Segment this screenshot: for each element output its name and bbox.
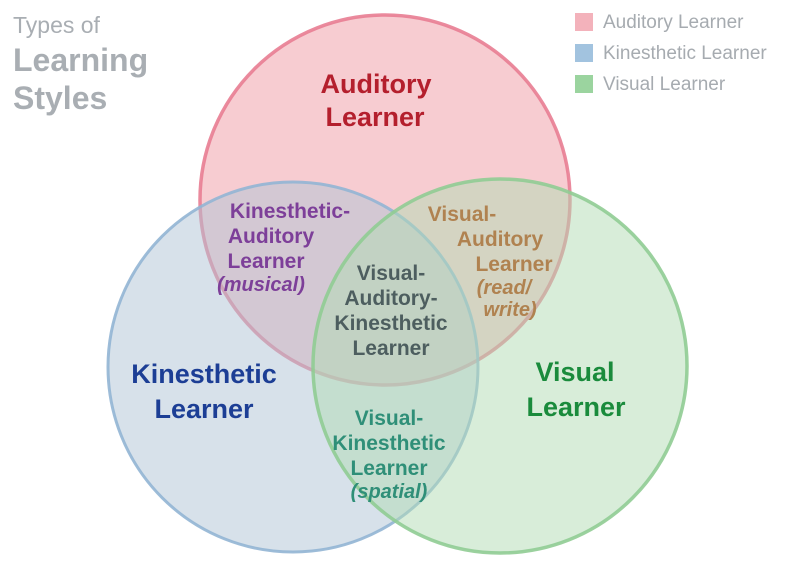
region-label-line: Learner bbox=[325, 102, 425, 132]
region-label-line: Auditory bbox=[227, 225, 315, 248]
region-label-line: Auditory bbox=[320, 69, 432, 99]
region-label-note: (read/ bbox=[476, 277, 532, 299]
region-label-line: Auditory- bbox=[344, 287, 438, 310]
region-label-note: (musical) bbox=[217, 274, 305, 296]
legend-swatch-auditory-icon bbox=[575, 13, 593, 31]
region-label-line: Auditory bbox=[456, 228, 544, 251]
region-label-line: Learner bbox=[350, 457, 428, 480]
region-label-line: Visual- bbox=[427, 203, 497, 226]
region-label-line: Learner bbox=[526, 392, 626, 422]
region-label-note: write) bbox=[483, 299, 537, 321]
region-label-line: Learner bbox=[154, 394, 254, 424]
legend-swatch-visual-icon bbox=[575, 75, 593, 93]
region-label-line: Visual- bbox=[354, 407, 424, 430]
region-label-line: Kinesthetic- bbox=[229, 200, 351, 223]
page-title-line2: Styles bbox=[13, 80, 108, 116]
legend-label: Visual Learner bbox=[603, 74, 726, 95]
region-label-line: Kinesthetic bbox=[131, 359, 277, 389]
region-label-line: Learner bbox=[475, 253, 553, 276]
region-label-note: (spatial) bbox=[350, 481, 428, 503]
legend-label: Kinesthetic Learner bbox=[603, 43, 767, 64]
region-label-line: Kinesthetic bbox=[332, 432, 446, 455]
region-label-line: Visual- bbox=[356, 262, 426, 285]
page-title-line1: Learning bbox=[13, 42, 149, 78]
region-label-line: Learner bbox=[352, 337, 430, 360]
visual-circle bbox=[311, 177, 689, 555]
legend-swatch-kinesthetic-icon bbox=[575, 44, 593, 62]
region-label-line: Kinesthetic bbox=[334, 312, 448, 335]
region-label-line: Learner bbox=[227, 250, 305, 273]
page-title-subtitle: Types of bbox=[13, 12, 100, 38]
region-label-line: Visual bbox=[535, 357, 615, 387]
legend-label: Auditory Learner bbox=[603, 12, 744, 33]
